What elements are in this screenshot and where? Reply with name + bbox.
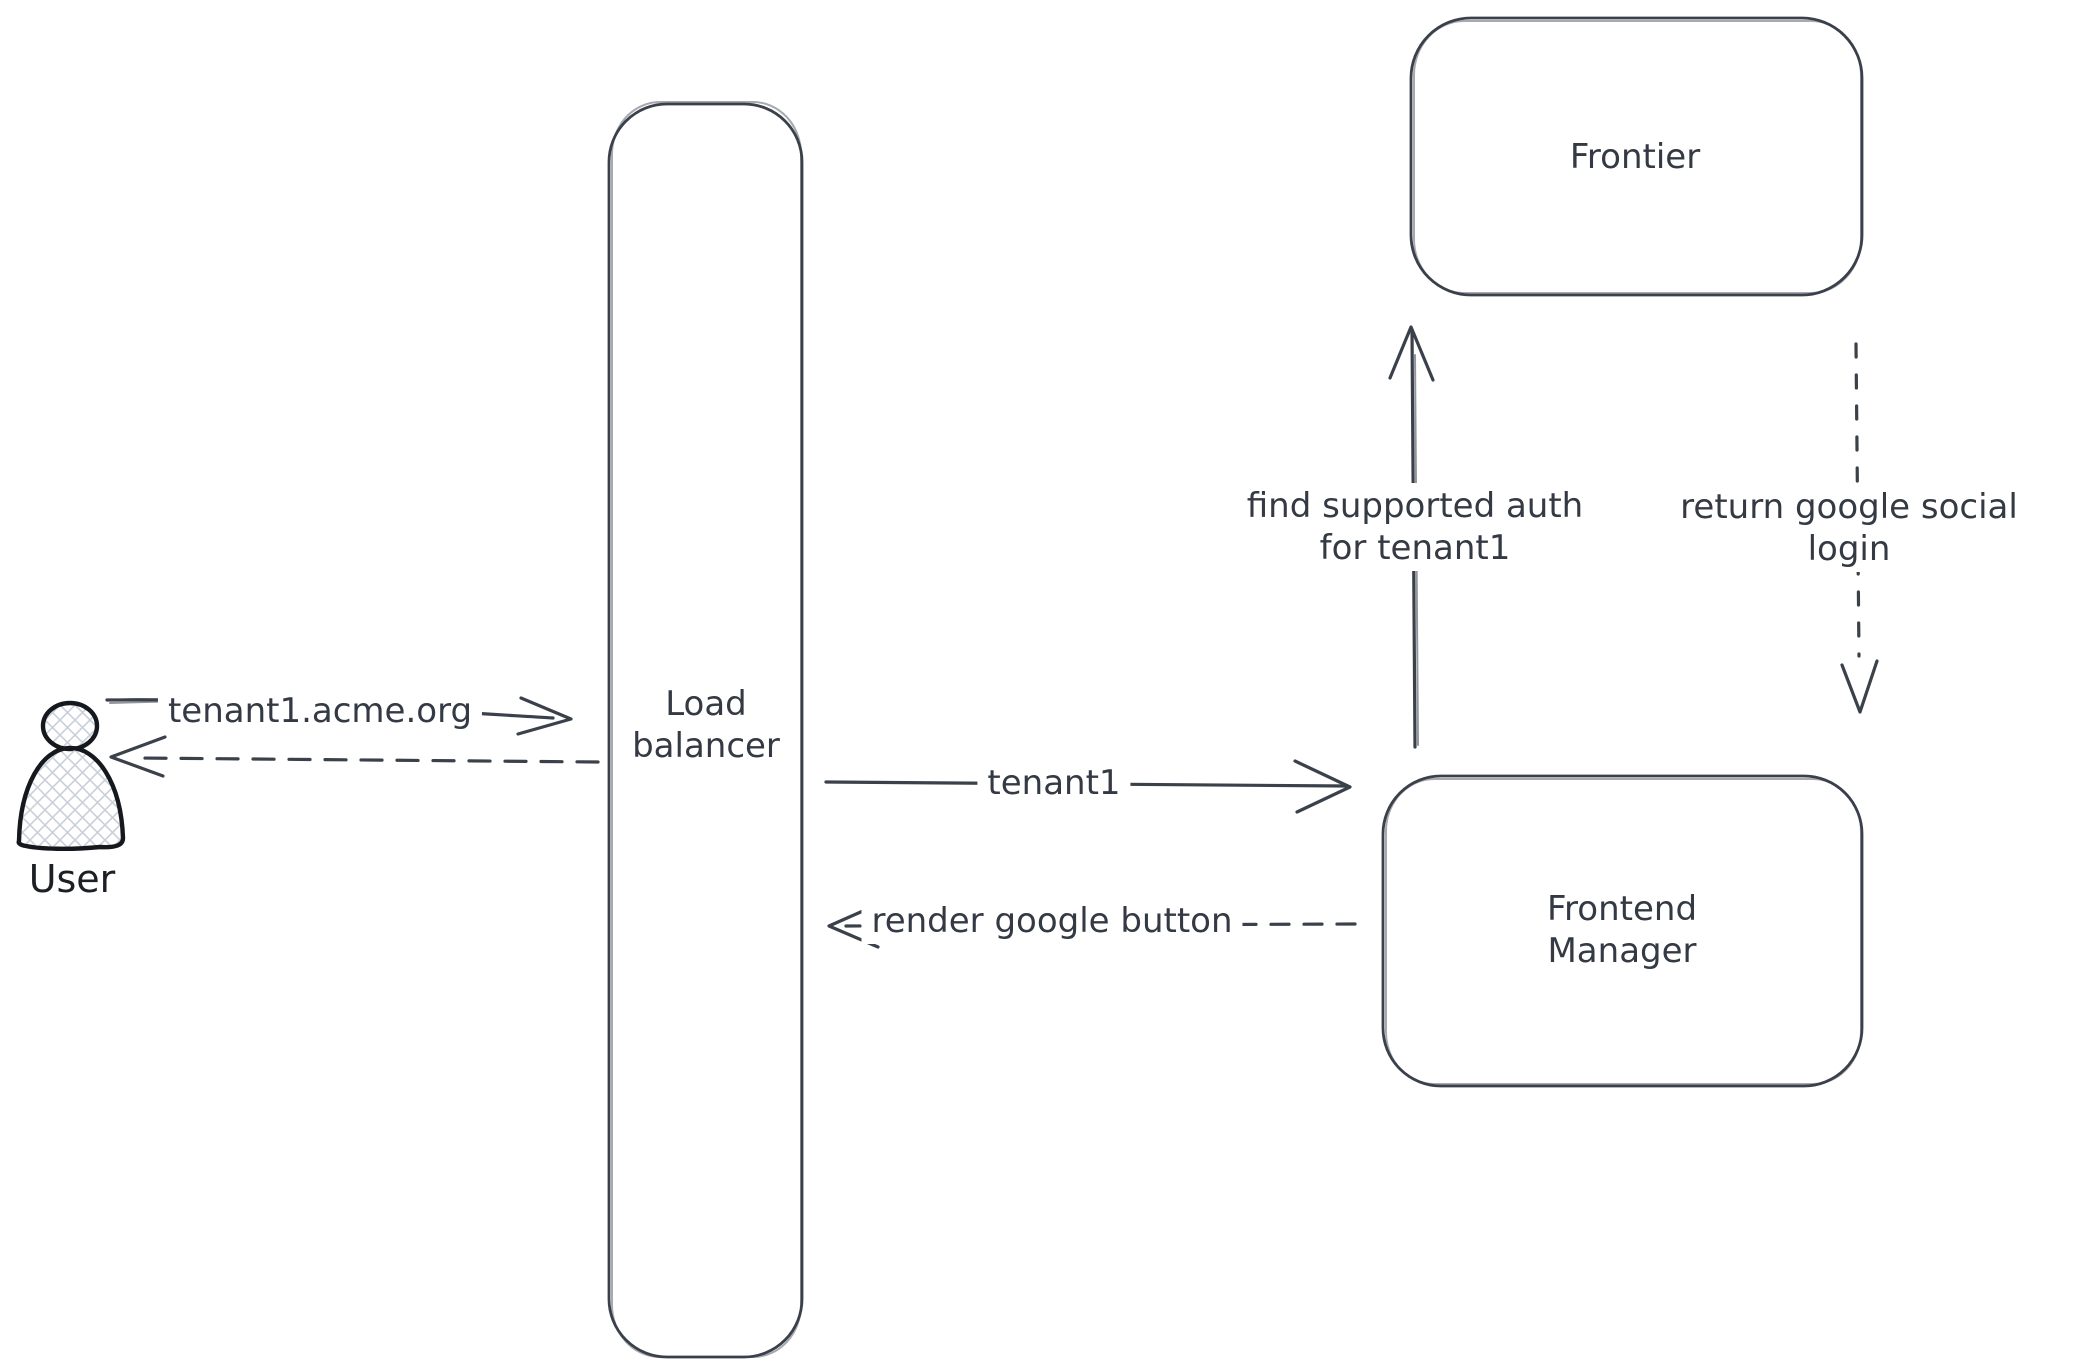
edge-label-render-google-button: render google button (861, 898, 1243, 944)
load-balancer-label: Load balancer (632, 683, 780, 767)
load-balancer-label-line1: Load (665, 684, 747, 724)
frontier-node (1409, 16, 1864, 297)
frontend-manager-label: Frontend Manager (1547, 888, 1697, 972)
edge-label-tenant1: tenant1 (977, 760, 1131, 806)
arrow-lb-to-user (109, 735, 600, 778)
edge-label-return-google-social-login-line2: login (1807, 529, 1891, 569)
frontend-manager-label-line2: Manager (1547, 931, 1697, 971)
edge-label-find-supported-auth-line1: find supported auth (1246, 486, 1584, 526)
user-label: User (28, 857, 116, 901)
edge-label-tenant1-acme-org: tenant1.acme.org (157, 688, 483, 734)
edge-label-find-supported-auth-line2: for tenant1 (1319, 528, 1511, 568)
edge-label-return-google-social-login-line1: return google social (1680, 487, 2018, 527)
frontend-manager-node (1381, 774, 1864, 1088)
load-balancer-node (607, 101, 804, 1359)
frontier-label: Frontier (1569, 137, 1701, 177)
user-icon (16, 700, 126, 852)
edge-label-find-supported-auth: find supported auth for tenant1 (1236, 483, 1594, 571)
load-balancer-label-line2: balancer (632, 726, 780, 766)
edge-label-return-google-social-login: return google social login (1670, 484, 2028, 572)
frontend-manager-label-line1: Frontend (1546, 889, 1698, 929)
